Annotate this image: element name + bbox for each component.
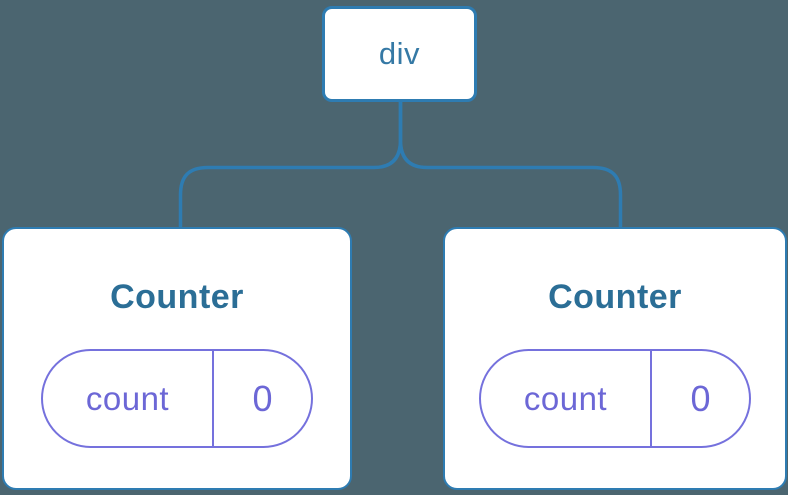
state-value: 0: [690, 377, 711, 419]
root-node-label: div: [378, 36, 421, 71]
state-key-label: count: [85, 379, 170, 417]
tree-node-div: div: [322, 6, 477, 102]
counter-component-card-right: Counter count 0: [443, 227, 787, 490]
connector-left-branch: [178, 101, 403, 229]
state-key-section: count: [43, 351, 212, 446]
pill-divider: [650, 351, 652, 446]
component-title: Counter: [548, 278, 682, 316]
connector-right-branch: [398, 101, 623, 229]
component-title: Counter: [110, 278, 244, 316]
counter-component-card-left: Counter count 0: [2, 227, 352, 490]
state-key-section: count: [481, 351, 650, 446]
pill-divider: [212, 351, 214, 446]
state-value: 0: [252, 377, 273, 419]
state-pill: count 0: [479, 349, 751, 448]
state-key-label: count: [523, 379, 608, 417]
state-pill: count 0: [41, 349, 313, 448]
state-value-section: 0: [652, 351, 749, 446]
state-value-section: 0: [214, 351, 311, 446]
